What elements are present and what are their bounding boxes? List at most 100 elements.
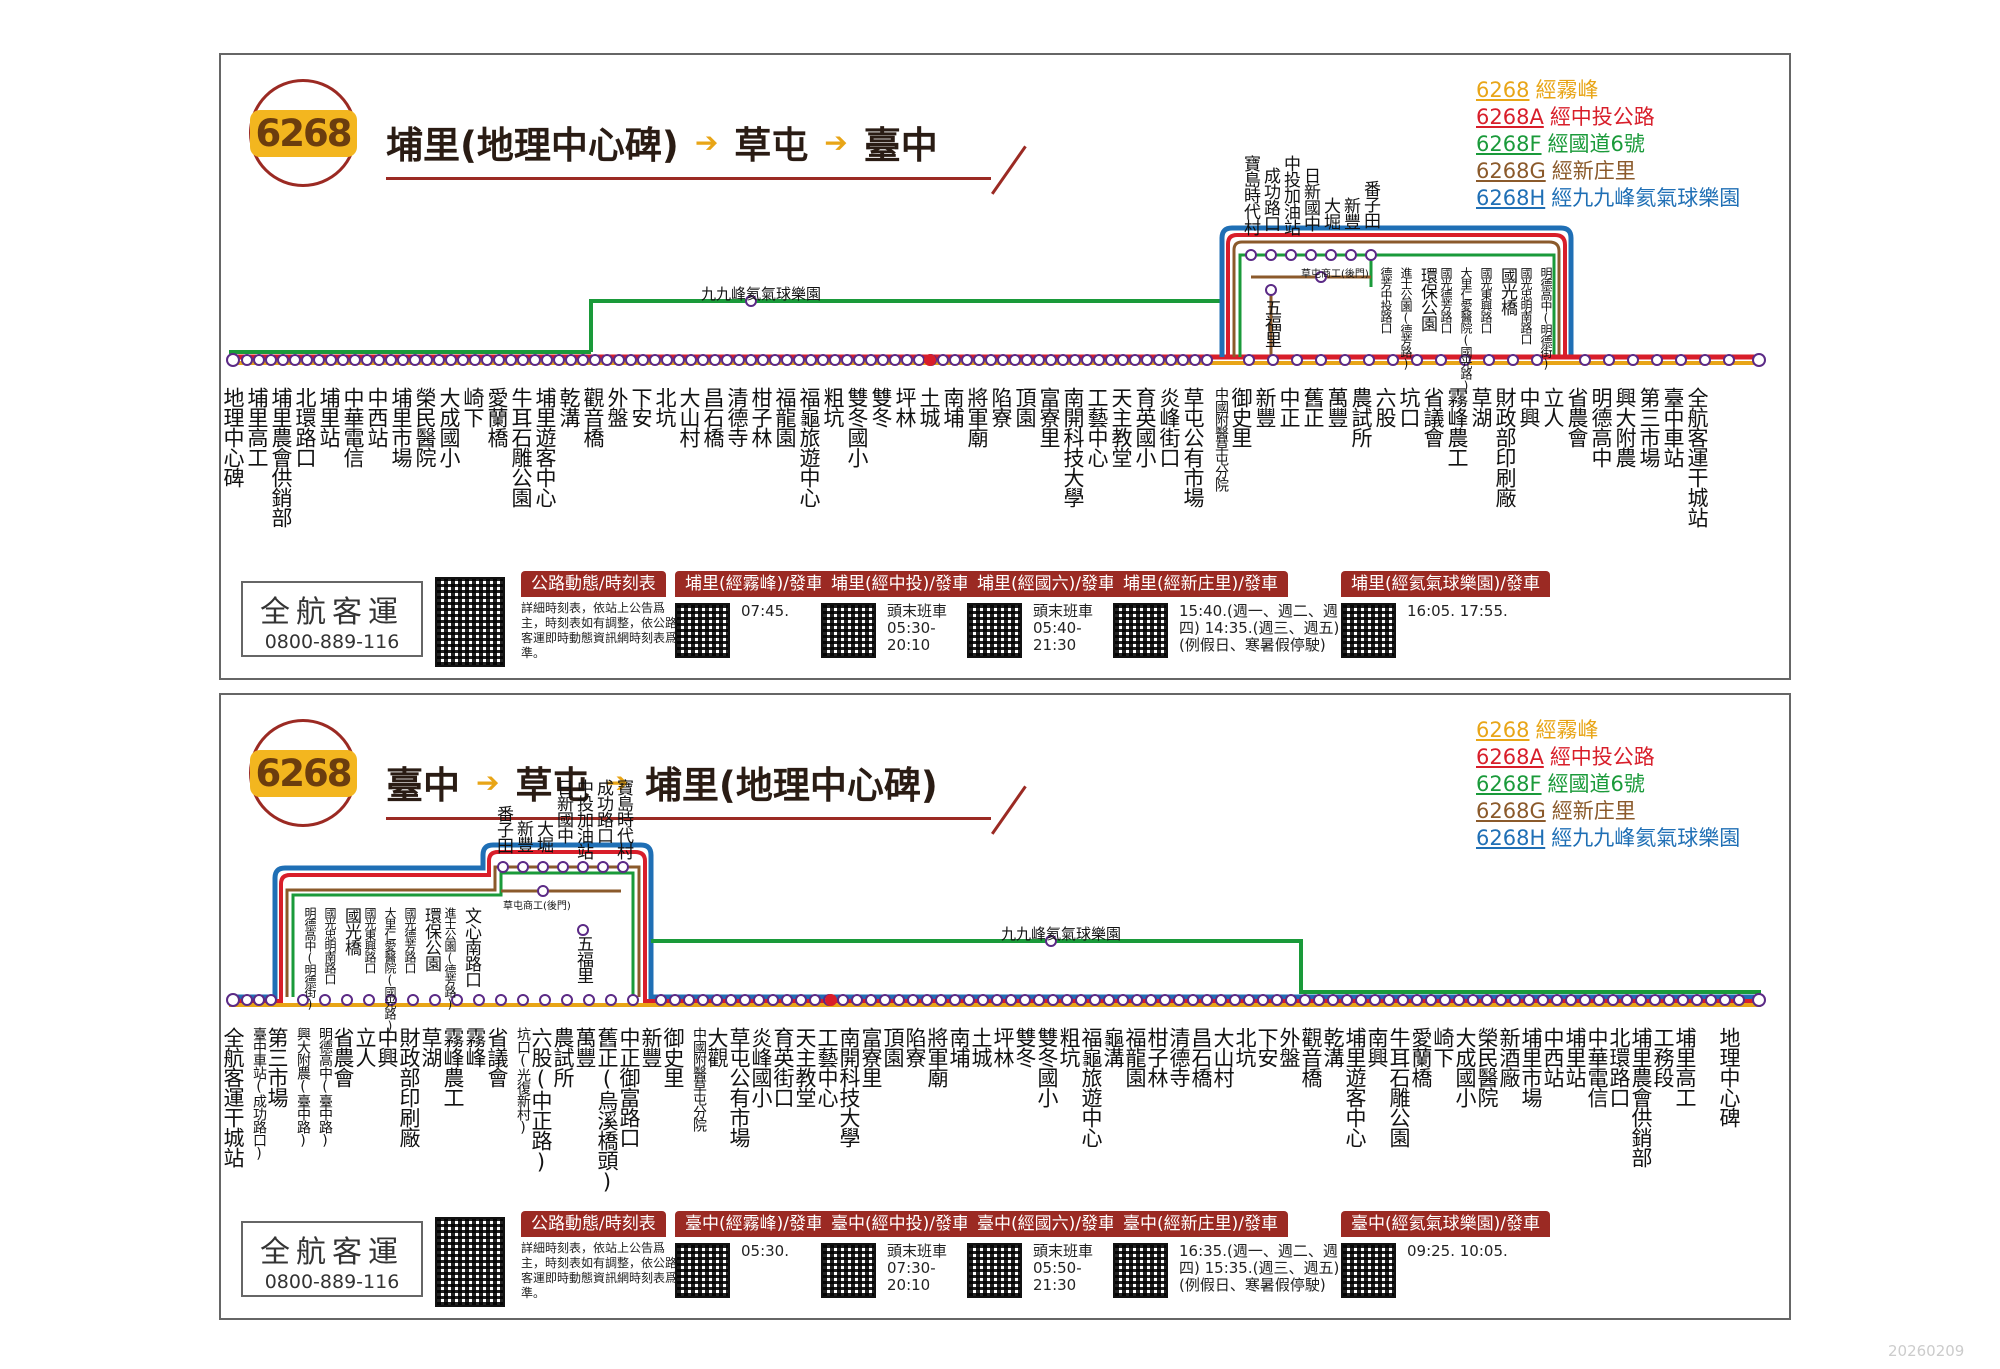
branch-stop-label: 新豐 — [1340, 197, 1360, 229]
stop-label: 頂園 — [881, 1027, 905, 1067]
schedule-text: 頭末班車 07:30-20:10 — [887, 1242, 948, 1294]
small-stop-label: 草屯商工(後門) — [1301, 269, 1369, 280]
stop-label: 雙冬 — [1013, 1027, 1037, 1067]
upper-stop-label: 進士公園(德芳路) — [1399, 267, 1413, 370]
stop-label: 明德高中 — [1589, 387, 1613, 467]
stop-label: 柑子林 — [749, 387, 773, 447]
stop-label: 明德高中(臺中路) — [317, 1027, 333, 1148]
branch-stop-label: 大堀 — [533, 820, 553, 852]
schedule-text: 05:30. — [741, 1242, 789, 1260]
stop-label: 中國附醫草屯分院 — [1213, 387, 1229, 491]
stop-label: 外盤 — [605, 387, 629, 427]
route-title: 埔里(地理中心碑) ➔ 草屯 ➔ 臺中 — [386, 115, 938, 169]
schedule-text: 09:25. 10:05. — [1407, 1242, 1508, 1260]
stop-label: 省議會 — [1421, 387, 1445, 447]
qr-code-icon[interactable] — [675, 603, 730, 658]
stop-label: 霧峰 — [463, 1027, 487, 1067]
arrow-icon: ➔ — [476, 765, 500, 799]
qr-code-icon[interactable] — [675, 1243, 730, 1298]
qr-code-icon[interactable] — [435, 577, 505, 667]
branch-stop-label: 日新國中 — [1300, 167, 1320, 231]
stop-label: 新豐 — [1253, 387, 1277, 427]
stop-label: 柑子林 — [1145, 1027, 1169, 1087]
upper-stop-label: 進士公園(德芳路) — [443, 907, 457, 1010]
company-phone: 0800-889-116 — [264, 631, 400, 653]
stop-dots — [226, 249, 1766, 367]
stop-label: 粗坑 — [821, 387, 845, 427]
stop-label: 大山村 — [1211, 1027, 1235, 1087]
stop-label: 牛耳石雕公園 — [1387, 1027, 1411, 1147]
stop-label: 土城 — [917, 387, 941, 427]
route-line-6268H — [1219, 225, 1761, 360]
stop-label: 粗坑 — [1057, 1027, 1081, 1067]
stop-label: 愛蘭橋 — [1409, 1027, 1433, 1087]
stop-label: 頂園 — [1013, 387, 1037, 427]
stop-label: 農試所 — [551, 1027, 575, 1087]
schedule-note: 詳細時刻表，依站上公告爲主，時刻表如有調整，依公路客運即時動態資訊網時刻表爲準。 — [521, 601, 678, 660]
stop-label: 新酒廠 — [1497, 1027, 1521, 1087]
stop-label: 大觀 — [705, 1027, 729, 1067]
schedule-tag: 臺中(經新庄里)/發車 — [1113, 1211, 1288, 1237]
stop-label: 地理中心碑 — [221, 387, 245, 487]
stop-label: 中華電信 — [1585, 1027, 1609, 1107]
schedule-tag: 臺中(經霧峰)/發車 — [675, 1211, 833, 1237]
schedule-tag: 公路動態/時刻表 — [521, 571, 666, 597]
company-box: 全航客運 0800-889-116 — [241, 1221, 423, 1297]
qr-code-icon[interactable] — [435, 1217, 505, 1307]
stop-label: 炎峰國小 — [749, 1027, 773, 1107]
qr-code-icon[interactable] — [1341, 1243, 1396, 1298]
stop-label-row: 全航客運干城站 臺中車站(成功路口) 第三市場 興大附農(臺中路) 明德高中(臺… — [221, 1027, 1793, 1207]
stop-label: 第三市場 — [1637, 387, 1661, 467]
stop-label: 埔里市場 — [389, 387, 413, 467]
upper-stop-label: 國光東興路口 — [363, 907, 377, 973]
route-number: 6268 — [249, 749, 357, 797]
qr-code-icon[interactable] — [967, 603, 1022, 658]
schedule-text: 15:40.(週一、週二、週四) 14:35.(週三、週五) (例假日、寒暑假停… — [1179, 602, 1340, 654]
stop-label: 雙冬 — [869, 387, 893, 427]
stop-label: 將軍廟 — [925, 1027, 949, 1087]
stop-label: 富寮里 — [859, 1027, 883, 1087]
qr-code-icon[interactable] — [1341, 603, 1396, 658]
stop-label: 福龜旅遊中心 — [1079, 1027, 1103, 1147]
stop-label: 興大附農 — [1613, 387, 1637, 467]
stop-label: 清德寺 — [725, 387, 749, 447]
title-destination: 埔里(地理中心碑) — [644, 764, 938, 807]
stop-label: 埔里遊客中心 — [1343, 1027, 1367, 1147]
stop-label: 御史里 — [1229, 387, 1253, 447]
stop-label: 福龍園 — [773, 387, 797, 447]
qr-code-icon[interactable] — [821, 1243, 876, 1298]
stop-label: 霧峰農工 — [441, 1027, 465, 1107]
company-name: 全航客運 — [260, 1235, 404, 1270]
stop-label: 陷寮 — [903, 1027, 927, 1067]
stop-label: 省議會 — [485, 1027, 509, 1087]
stop-label: 外盤 — [1277, 1027, 1301, 1067]
qr-code-icon[interactable] — [1113, 603, 1168, 658]
stop-label: 省農會 — [1565, 387, 1589, 447]
stop-label: 第三市場 — [265, 1027, 289, 1107]
stop-label: 南埔 — [941, 387, 965, 427]
route-map — [226, 842, 1766, 1007]
branch-stop-label: 成功路口 — [593, 779, 613, 843]
upper-stop-label: 環保公園 — [421, 907, 441, 971]
stop-label: 愛蘭橋 — [485, 387, 509, 447]
route-number-badge: 6268 — [249, 79, 357, 187]
stop-label: 草湖 — [1469, 387, 1493, 427]
stop-label: 臺中車站 — [1661, 387, 1685, 467]
upper-stop-label: 國光忠明南路口 — [323, 907, 337, 984]
stop-label: 霧峰農工 — [1445, 387, 1469, 467]
stop-label: 財政部印刷廠 — [397, 1027, 421, 1147]
branch-stop-label: 中投加油站 — [1280, 155, 1300, 235]
qr-code-icon[interactable] — [1113, 1243, 1168, 1298]
qr-code-icon[interactable] — [967, 1243, 1022, 1298]
schedule-text: 16:35.(週一、週二、週四) 15:35.(週三、週五) (例假日、寒暑假停… — [1179, 1242, 1340, 1294]
qr-code-icon[interactable] — [821, 603, 876, 658]
upper-stop-label: 大里仁愛醫院(國光路) — [383, 907, 397, 1032]
stop-label: 清德寺 — [1167, 1027, 1191, 1087]
